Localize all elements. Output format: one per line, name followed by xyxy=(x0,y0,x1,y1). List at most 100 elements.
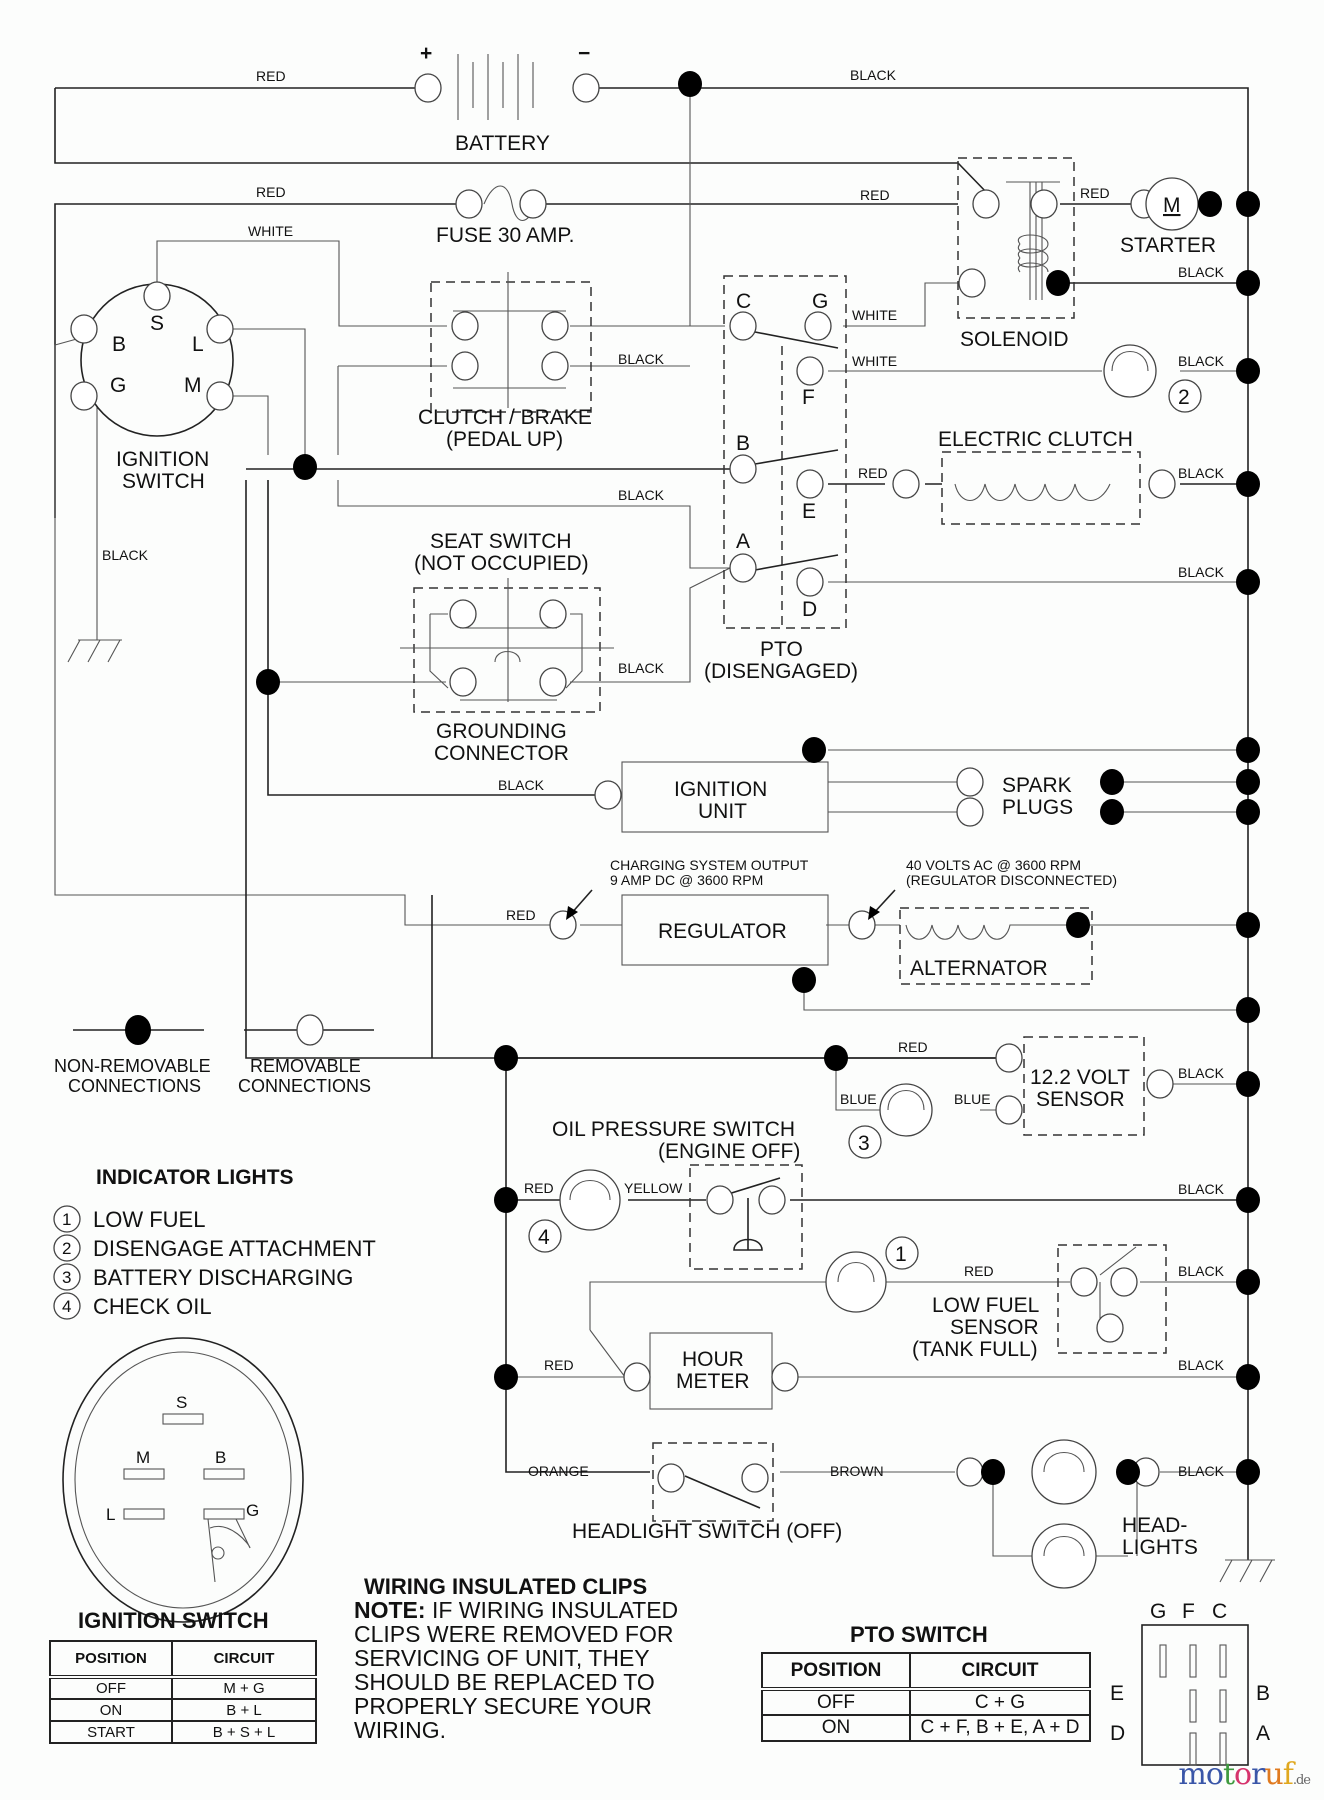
low-fuel-label: SENSOR xyxy=(950,1316,1039,1339)
pto-terminal-d: D xyxy=(802,598,817,621)
wire-seat xyxy=(268,567,731,683)
pto-blade-c xyxy=(754,331,839,349)
clips-note-line: PROPERLY SECURE YOUR xyxy=(354,1693,652,1719)
volt-sensor-label: 12.2 VOLT xyxy=(1030,1066,1130,1089)
wire-label-black: BLACK xyxy=(618,351,665,367)
wire-ign-unit xyxy=(828,749,1248,813)
charging-note: CHARGING SYSTEM OUTPUT xyxy=(610,857,809,873)
pto-table-header: CIRCUIT xyxy=(909,1652,1091,1691)
table-row: OFF M + G xyxy=(49,1676,317,1700)
indicator-number-2: 2 xyxy=(1178,386,1190,409)
ignition-switch-label: SWITCH xyxy=(122,470,205,493)
ignition-unit-label: UNIT xyxy=(698,800,747,823)
indicator-item-label: BATTERY DISCHARGING xyxy=(93,1265,353,1290)
wire-label-black: BLACK xyxy=(1178,1181,1225,1197)
indicator-num: 4 xyxy=(62,1297,71,1316)
ignition-table-title: IGNITION SWITCH xyxy=(78,1608,269,1633)
ign-face-g: G xyxy=(246,1501,259,1520)
wire-label-black: BLACK xyxy=(1178,1263,1225,1279)
wire-hour-meter xyxy=(506,1329,1248,1378)
non-removable-connections xyxy=(256,71,1260,1485)
headlights-label: HEAD- xyxy=(1122,1514,1187,1537)
ignition-table-header: CIRCUIT xyxy=(171,1640,317,1679)
watermark-logo: motoruf.de xyxy=(1178,1757,1311,1792)
pto-terminal-g: G xyxy=(812,290,828,313)
wire-label-red: RED xyxy=(898,1039,928,1055)
pto-face xyxy=(1141,1624,1249,1766)
wire-label-black: BLACK xyxy=(1178,1357,1225,1373)
watermark-letter: o xyxy=(1234,1757,1252,1792)
headlights-label: LIGHTS xyxy=(1122,1536,1198,1559)
table-row: OFF C + G xyxy=(761,1688,1091,1716)
clips-note-line: SHOULD BE REPLACED TO xyxy=(354,1669,655,1695)
clips-note-body: NOTE: IF WIRING INSULATED CLIPS WERE REM… xyxy=(354,1598,678,1742)
headlight-switch-box xyxy=(652,1442,774,1522)
indicator-lights-title: INDICATOR LIGHTS xyxy=(96,1166,294,1189)
solenoid-coil xyxy=(1017,234,1049,273)
charging-arrowhead xyxy=(566,906,578,920)
starter-motor-m: M xyxy=(1163,194,1181,217)
ignition-switch-table: POSITION CIRCUIT OFF M + G ON B + L STAR… xyxy=(49,1640,317,1744)
seat-switch-label: SEAT SWITCH xyxy=(430,530,572,553)
wire-m xyxy=(232,395,269,530)
wire-label-black: BLACK xyxy=(1178,353,1225,369)
pto-table-header: POSITION xyxy=(761,1652,911,1691)
indicator-number-4: 4 xyxy=(538,1226,550,1249)
wire-label-black: BLACK xyxy=(498,777,545,793)
wire-label-red: RED xyxy=(964,1263,994,1279)
electric-clutch-box xyxy=(941,451,1141,525)
pto-face-f: F xyxy=(1182,1600,1195,1623)
wire-label-black: BLACK xyxy=(850,67,897,83)
indicator-num: 1 xyxy=(62,1210,71,1229)
ignition-table-cell: B + L xyxy=(171,1698,317,1722)
alternator-coil xyxy=(905,924,1078,940)
wire-red-battery xyxy=(54,87,1249,1560)
wire-label-black: BLACK xyxy=(1178,465,1225,481)
pto-terminal-f: F xyxy=(802,386,815,409)
indicator-number-1: 1 xyxy=(895,1243,907,1266)
wire-label-brown: BROWN xyxy=(830,1463,884,1479)
alternator-arrowhead xyxy=(868,906,880,920)
headlight-switch-label: HEADLIGHT SWITCH (OFF) xyxy=(572,1520,842,1543)
wire-label-black: BLACK xyxy=(1178,1463,1225,1479)
table-row: START B + S + L xyxy=(49,1720,317,1744)
electric-clutch-label: ELECTRIC CLUTCH xyxy=(938,428,1133,451)
pto-box xyxy=(723,275,847,629)
wire-label-red: RED xyxy=(256,68,286,84)
wire-regulator xyxy=(420,924,1248,1011)
wire-white-s xyxy=(156,240,447,327)
alternator-note: 40 VOLTS AC @ 3600 RPM xyxy=(906,857,1081,873)
oil-switch-blade xyxy=(724,1177,781,1251)
watermark-letter: o xyxy=(1205,1757,1224,1792)
wire-label-white: WHITE xyxy=(852,307,897,323)
wire-l xyxy=(232,328,306,467)
pto-table-cell: OFF xyxy=(761,1688,911,1716)
wire-label-yellow: YELLOW xyxy=(624,1180,683,1196)
volt-sensor-box xyxy=(1023,1036,1145,1136)
table-row: ON C + F, B + E, A + D xyxy=(761,1714,1091,1742)
ign-face-s: S xyxy=(176,1393,187,1412)
indicator-item-label: LOW FUEL xyxy=(93,1207,205,1232)
wire-label-black: BLACK xyxy=(1178,564,1225,580)
ignition-table-cell: START xyxy=(49,1720,173,1744)
ign-face-b: B xyxy=(215,1448,226,1467)
alternator-label: ALTERNATOR xyxy=(910,957,1048,980)
oil-switch-label: OIL PRESSURE SWITCH xyxy=(552,1118,795,1141)
ignition-switch-label: IGNITION xyxy=(116,448,209,471)
pto-face-g: G xyxy=(1150,1600,1166,1623)
indicator-num: 3 xyxy=(62,1268,71,1287)
pto-blade-b xyxy=(754,449,839,465)
clips-note-line: IF WIRING INSULATED xyxy=(425,1597,679,1623)
solenoid-box xyxy=(957,157,1075,319)
wire-label-black: BLACK xyxy=(1178,1065,1225,1081)
wire-label-red: RED xyxy=(860,187,890,203)
wire-clutch-upper-right xyxy=(570,88,691,367)
ground-symbol-ignition xyxy=(67,639,122,663)
pto-switch-table: POSITION CIRCUIT OFF C + G ON C + F, B +… xyxy=(761,1652,1091,1742)
watermark-letter: t xyxy=(1222,1757,1235,1792)
pto-table-title: PTO SWITCH xyxy=(850,1622,988,1647)
regulator-box xyxy=(621,894,829,966)
electric-clutch-coil xyxy=(954,483,1111,501)
headlight-switch-blade xyxy=(684,1475,761,1509)
wire-label-red: RED xyxy=(256,184,286,200)
